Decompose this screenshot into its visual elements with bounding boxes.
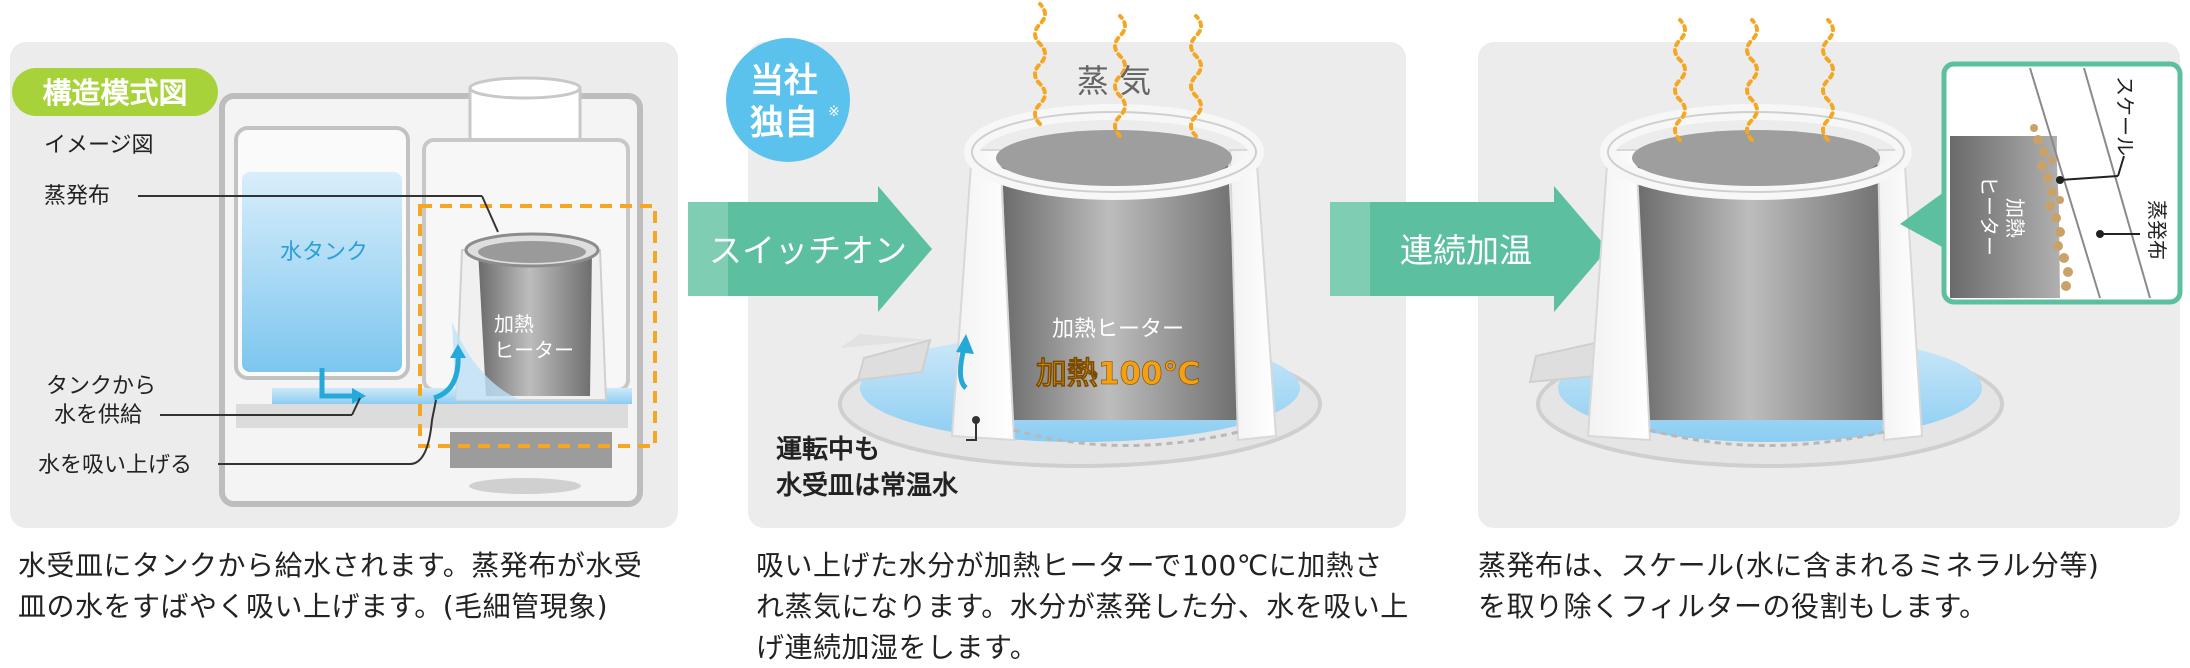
zoom-scale-label: スケール [2113,76,2137,156]
zoom-heater-line1: ヒーター [1977,176,2001,256]
label-heater-line2: ヒーター [494,338,574,362]
label-supply-line1: タンクから [46,374,156,399]
caption-step2: 吸い上げた水分が加熱ヒーターで100℃に加熱さ れ蒸気になります。水分が蒸発した… [756,549,1409,664]
heater-label: 加熱ヒーター [1052,317,1184,342]
zoom-cloth-label: 蒸発布 [2145,200,2169,260]
continuous-humidify-illustration [1528,18,2004,468]
arrow-continuous-label: 連続加温 [1400,231,1532,270]
arrow-switch-on-label: スイッチオン [709,231,907,270]
note-line1: 運転中も [776,435,880,465]
caption-step3: 蒸発布は、スケール(水に含まれるミネラル分等) を取り除くフィルターの役割もしま… [1478,549,2100,623]
zoom-heater-line2: 加熱 [2003,198,2027,238]
structure-badge-label: 構造模式図 [42,76,187,110]
label-evaporator-cloth: 蒸発布 [44,184,110,209]
structure-badge [12,68,218,116]
highlight-box [418,204,657,448]
original-badge-mark: ※ [828,104,840,120]
arrow-switch-on: スイッチオン [688,186,932,312]
label-suck-up: 水を吸い上げる [38,453,192,478]
original-badge-line2: 独自 [750,103,818,143]
image-note: イメージ図 [44,133,154,158]
steam-label: 蒸 気 [1077,62,1151,100]
arrow-continuous: 連続加温 [1330,186,1608,312]
label-heater-line1: 加熱 [494,312,534,336]
steam-heater-illustration [838,2,1322,468]
heat-100c-label: 加熱100℃ [1036,356,1200,392]
scale-zoom-inset [1941,61,2183,305]
caption-step1: 水受皿にタンクから給水されます。蒸発布が水受 皿の水をすばやく吸い上げます。(毛… [18,549,643,623]
original-badge [726,38,850,162]
original-badge-line1: 当社 [750,61,818,101]
humidifier-structure-illustration [138,76,657,507]
note-line2: 水受皿は常温水 [776,470,959,501]
label-supply-line2: 水を供給 [54,403,142,428]
label-water-tank: 水タンク [280,240,368,265]
